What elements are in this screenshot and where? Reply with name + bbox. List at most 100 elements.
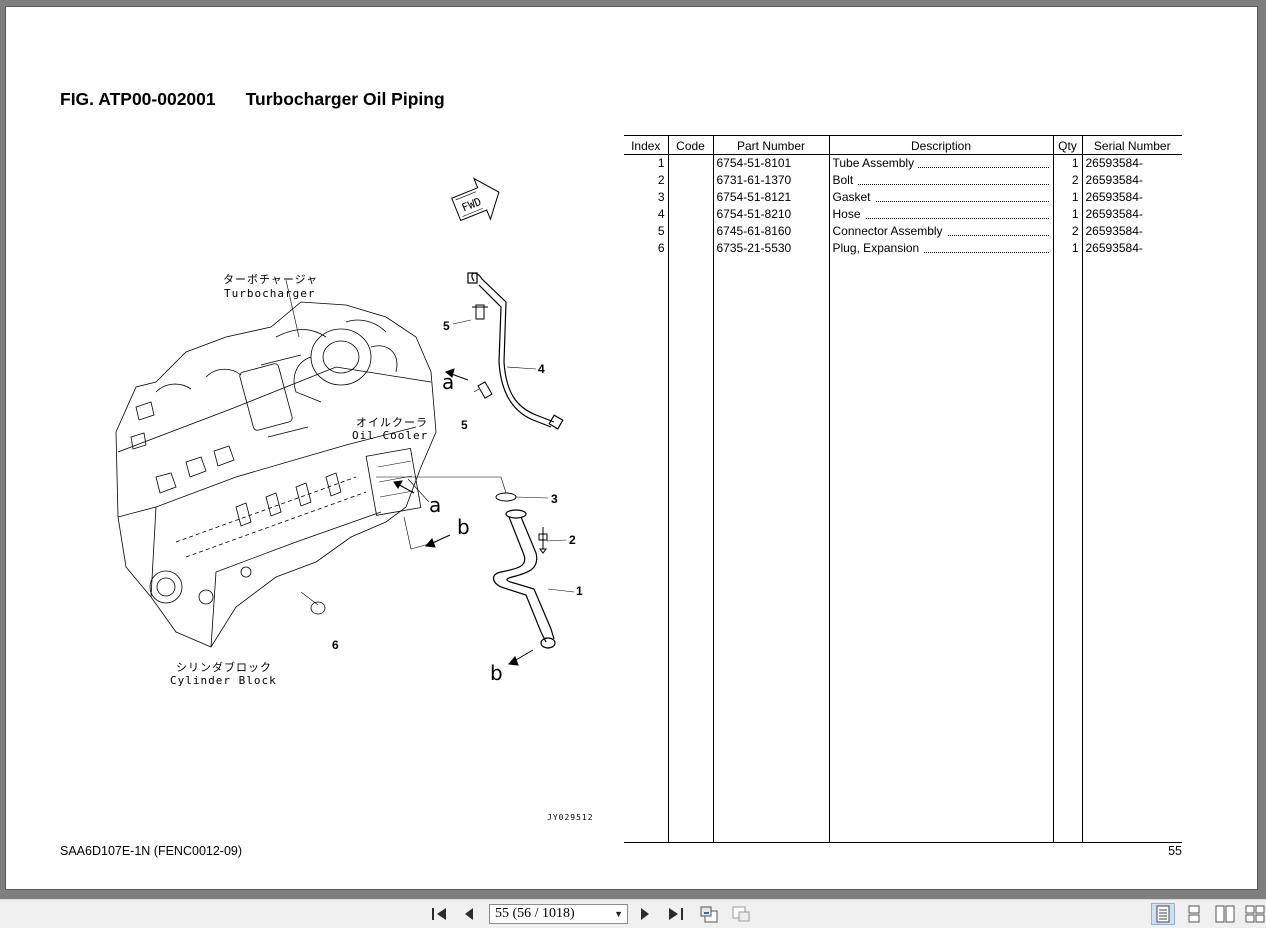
connector-parts <box>472 304 493 399</box>
cell-serial: 26593584- <box>1081 223 1182 240</box>
cell-part-number: 6735-21-5530 <box>712 240 829 257</box>
table-row: 4 6754-51-8210 Hose 1 26593584- <box>624 206 1182 223</box>
viewer-toolbar: 55 (56 / 1018) ▼ <box>0 899 1266 928</box>
bolt-part <box>538 527 548 554</box>
cell-serial: 26593584- <box>1081 206 1182 223</box>
callout-5-lower: 5 <box>461 418 468 432</box>
cell-index: 6 <box>657 241 665 255</box>
cell-qty: 1 <box>1052 154 1082 172</box>
page-number-input[interactable]: 55 (56 / 1018) ▼ <box>489 904 628 924</box>
table-row: 5 6745-61-8160 Connector Assembly 2 2659… <box>624 223 1182 240</box>
description-text: Bolt <box>832 173 858 187</box>
ref-b-upper: b <box>457 515 470 539</box>
header-qty: Qty <box>1052 135 1082 155</box>
table-row: 3 6754-51-8121 Gasket 1 26593584- <box>624 189 1182 206</box>
cell-code <box>667 172 713 189</box>
exploded-parts-drawing: FWD <box>115 177 583 687</box>
description-text: Tube Assembly <box>832 156 919 170</box>
cell-index: 5 <box>657 224 665 238</box>
go-forward-view-icon[interactable] <box>730 904 752 924</box>
turbocharger-jp-label: ターボチャージャ <box>223 273 318 286</box>
callout-1: 1 <box>576 584 583 598</box>
previous-page-icon[interactable] <box>458 904 480 924</box>
cell-qty: 2 <box>1052 172 1082 189</box>
cell-serial: 26593584- <box>1081 154 1182 172</box>
cell-index: 2 <box>657 173 665 187</box>
oil-cooler-jp-label: オイルクーラ <box>356 416 428 429</box>
cell-code <box>667 240 713 257</box>
document-page: FIG. ATP00-002001 Turbocharger Oil Piping… <box>5 6 1258 890</box>
cell-part-number: 6731-61-1370 <box>712 172 829 189</box>
cell-qty: 1 <box>1052 206 1082 223</box>
parts-table: Index Code Part Number Description Qty S… <box>624 135 1182 843</box>
cell-qty: 2 <box>1052 223 1082 240</box>
gasket-part <box>495 492 517 502</box>
turbocharger-en-label: Turbocharger <box>224 287 315 300</box>
header-code: Code <box>667 135 713 155</box>
cell-serial: 26593584- <box>1081 189 1182 206</box>
figure-code: FIG. ATP00-002001 <box>60 89 216 109</box>
table-header-row: Index Code Part Number Description Qty S… <box>624 135 1182 155</box>
cell-description: Hose <box>828 206 1053 223</box>
cell-part-number: 6754-51-8210 <box>712 206 829 223</box>
cell-description: Tube Assembly <box>828 154 1053 172</box>
header-serial-number: Serial Number <box>1081 135 1182 155</box>
cell-index: 3 <box>657 190 665 204</box>
first-page-icon[interactable] <box>428 904 450 924</box>
cell-qty: 1 <box>1052 240 1082 257</box>
last-page-icon[interactable] <box>665 904 687 924</box>
table-row: 1 6754-51-8101 Tube Assembly 1 26593584- <box>624 154 1182 172</box>
callout-4: 4 <box>538 362 545 376</box>
tube-assembly-part <box>492 509 556 649</box>
ref-a-lower: a <box>429 493 441 517</box>
facing-view-icon[interactable] <box>1213 903 1237 925</box>
cell-part-number: 6754-51-8121 <box>712 189 829 206</box>
description-text: Connector Assembly <box>832 224 947 238</box>
cell-description: Gasket <box>828 189 1053 206</box>
page-number-footer: 55 <box>1168 844 1182 858</box>
cell-part-number: 6745-61-8160 <box>712 223 829 240</box>
table-row: 2 6731-61-1370 Bolt 2 26593584- <box>624 172 1182 189</box>
header-part-number: Part Number <box>712 135 829 155</box>
header-index: Index <box>624 135 668 155</box>
table-row: 6 6735-21-5530 Plug, Expansion 1 2659358… <box>624 240 1182 257</box>
description-text: Plug, Expansion <box>832 241 924 255</box>
continuous-view-icon[interactable] <box>1182 903 1206 925</box>
header-description: Description <box>828 135 1053 155</box>
callout-6: 6 <box>332 638 339 652</box>
callout-2: 2 <box>569 533 576 547</box>
figure-name: Turbocharger Oil Piping <box>245 89 445 109</box>
oil-cooler-en-label: Oil Cooler <box>352 429 428 442</box>
cell-code <box>667 223 713 240</box>
continuous-facing-view-icon[interactable] <box>1243 903 1266 925</box>
cell-description: Bolt <box>828 172 1053 189</box>
figure-title: FIG. ATP00-002001 Turbocharger Oil Piping <box>60 89 445 110</box>
ref-a-upper: a <box>442 370 454 394</box>
go-back-view-icon[interactable] <box>698 904 720 924</box>
cell-part-number: 6754-51-8101 <box>712 154 829 172</box>
cell-description: Plug, Expansion <box>828 240 1053 257</box>
cell-code <box>667 189 713 206</box>
fwd-arrow-icon: FWD <box>451 177 500 222</box>
document-code-footer: SAA6D107E-1N (FENC0012-09) <box>60 844 243 858</box>
callout-5-upper: 5 <box>443 319 450 333</box>
single-page-view-icon[interactable] <box>1151 903 1175 925</box>
cell-code <box>667 154 713 172</box>
cylinder-block-jp-label: シリンダブロック <box>176 660 272 674</box>
description-text: Gasket <box>832 190 875 204</box>
page-number-value: 55 (56 / 1018) <box>495 906 575 921</box>
cylinder-block-illustration <box>115 301 437 648</box>
drawing-code: JY029512 <box>547 813 594 822</box>
ref-b-lower: b <box>490 661 503 685</box>
cell-qty: 1 <box>1052 189 1082 206</box>
callout-3: 3 <box>551 492 558 506</box>
cell-serial: 26593584- <box>1081 172 1182 189</box>
cell-serial: 26593584- <box>1081 240 1182 257</box>
dropdown-arrow-icon[interactable]: ▼ <box>614 909 623 919</box>
cell-description: Connector Assembly <box>828 223 1053 240</box>
cylinder-block-en-label: Cylinder Block <box>170 674 277 687</box>
cell-index: 4 <box>657 207 665 221</box>
table-filler-row <box>624 257 1182 843</box>
description-text: Hose <box>832 207 865 221</box>
next-page-icon[interactable] <box>634 904 656 924</box>
